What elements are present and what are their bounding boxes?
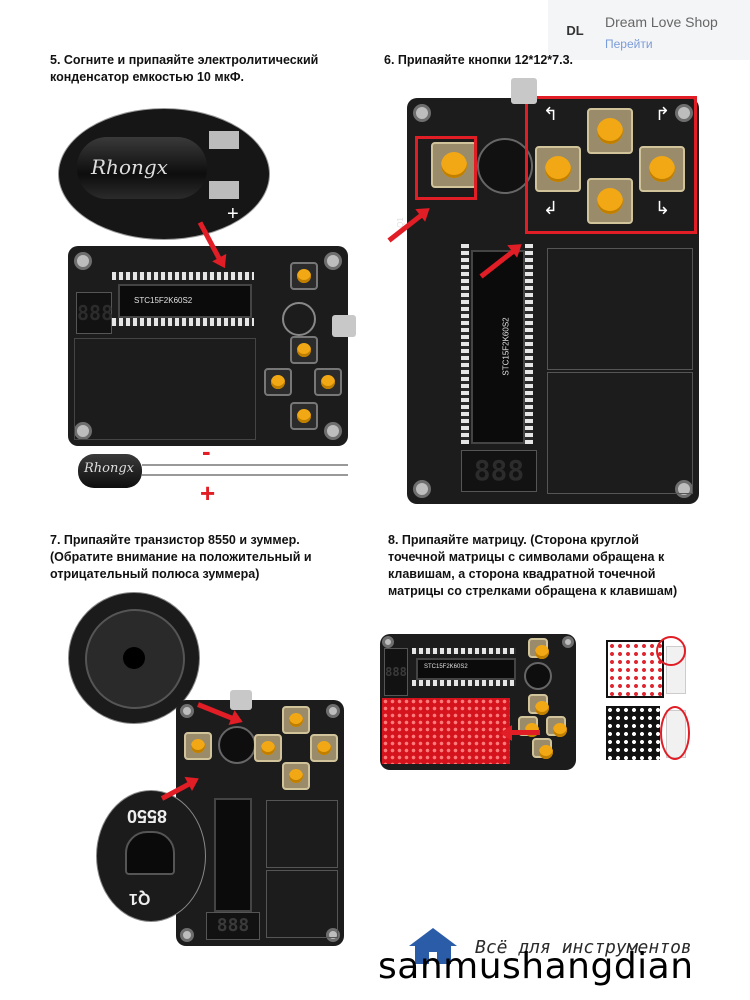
lead-pad-bottom	[209, 181, 239, 199]
capacitor-brand: Rhongx	[91, 155, 168, 179]
red-arrow	[506, 730, 540, 735]
matrix-area-bottom	[547, 372, 693, 494]
highlight-symbol-mark	[656, 636, 686, 666]
transistor-body	[125, 831, 175, 875]
lead-minus	[142, 464, 348, 466]
q1-label: Q1	[129, 890, 151, 907]
buzzer-body	[85, 609, 185, 709]
minus-sign: -	[202, 436, 211, 466]
transistor-zoom: 8550 Q1	[96, 790, 206, 922]
square-dot-matrix	[606, 706, 660, 760]
buzzer-outline	[477, 138, 533, 194]
watermark-text: sanmushangdian	[378, 946, 694, 987]
shop-card[interactable]: DL Dream Love Shop Перейти	[548, 0, 750, 60]
mcu-chip: STC15F2K60S2	[118, 284, 252, 318]
zoom-circle: Rhongx +	[58, 108, 270, 240]
plus-sign: +	[200, 478, 216, 508]
matrix-area-top	[547, 248, 693, 370]
usb-connector	[332, 315, 356, 337]
mcu-chip: STC15F2K60S2	[471, 250, 525, 444]
watermark-banner: Всё для инструментов	[475, 937, 692, 958]
seven-seg-display: 888	[461, 450, 537, 492]
highlight-dpad	[525, 96, 697, 234]
mcu-chip: STC15F2K60S2	[416, 658, 516, 680]
usb-connector	[511, 78, 537, 104]
step-5-photo: Rhongx + 888 STC15F2K60S2 Rhongx - +	[50, 100, 360, 515]
step-7-title: 7. Припаяйте транзистор 8550 и зуммер. (…	[50, 533, 312, 581]
pcb-board: 888 STC15F2K60S2	[68, 246, 348, 446]
chip-label: STC15F2K60S2	[134, 296, 193, 305]
step-8-photo: 888 STC15F2K60S2	[380, 634, 576, 782]
buzzer-outline	[282, 302, 316, 336]
step-8-title: 8. Припаяйте матрицу. (Сторона круглой т…	[388, 533, 678, 598]
matrix-area	[74, 338, 256, 440]
seven-seg-display: 888	[76, 292, 113, 334]
t8550-label: 8550	[127, 806, 168, 826]
house-logo-icon	[409, 928, 457, 964]
lead-pad-top	[209, 131, 239, 149]
lead-plus	[142, 474, 348, 476]
buzzer-on-board	[218, 726, 256, 764]
capacitor-zoom: Rhongx	[77, 137, 207, 199]
highlight-arrow-mark	[660, 706, 690, 760]
chip-label: STC15F2K60S2	[424, 664, 468, 670]
shop-visit-link[interactable]: Перейти	[605, 37, 653, 51]
shop-avatar: DL	[560, 16, 590, 46]
round-dot-matrix	[606, 640, 664, 698]
capacitor-loose: Rhongx	[78, 454, 142, 488]
usb-connector	[230, 690, 252, 710]
pcb-board: 888	[176, 700, 344, 946]
step-5-title: 5. Согните и припаяйте электролитический…	[50, 53, 319, 84]
capacitor-loose-brand: Rhongx	[84, 461, 135, 476]
shop-name: Dream Love Shop	[605, 14, 718, 30]
red-dot-matrix	[382, 698, 510, 764]
chip-label: STC15F2K60S2	[501, 317, 511, 376]
plus-mark: +	[227, 203, 239, 225]
step-6-title: 6. Припаяйте кнопки 12*12*7.3.	[384, 53, 574, 67]
mcu-chip	[214, 798, 252, 912]
step-7-photo: 888 8550 Q1	[62, 590, 352, 950]
step-6-photo: STC15F2K60S2 888 Q1 ↰ ↱ ↲ ↳	[385, 78, 705, 508]
seven-seg-display: 888	[206, 912, 260, 940]
highlight-single-button	[415, 136, 477, 200]
